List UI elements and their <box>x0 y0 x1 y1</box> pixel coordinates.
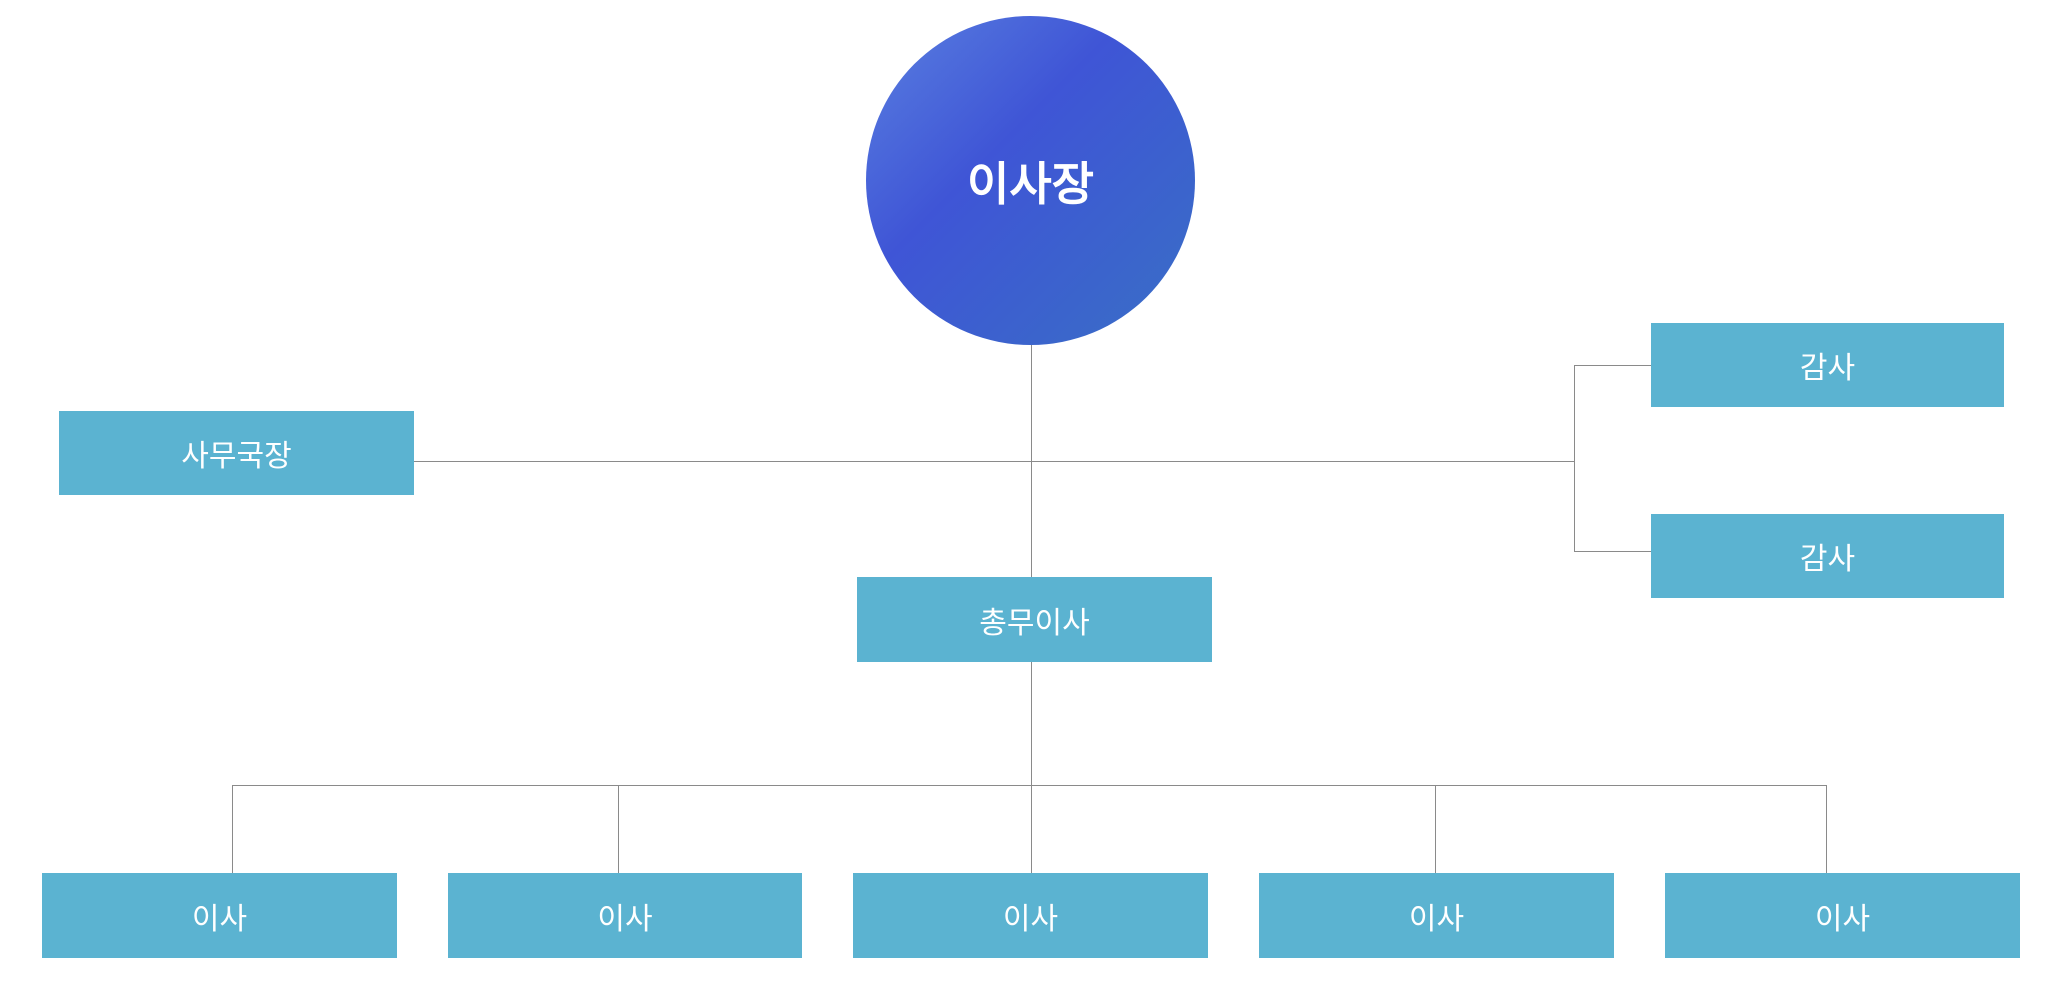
director-label: 이사 <box>1814 901 1871 937</box>
secretary-general-node: 사무국장 <box>59 411 414 495</box>
director-label: 이사 <box>191 901 248 937</box>
auditor-label: 감사 <box>1799 542 1856 577</box>
connector-director-1 <box>232 785 233 873</box>
chairman-node: 이사장 <box>866 16 1195 345</box>
director-node: 이사 <box>1665 873 2020 958</box>
director-label: 이사 <box>1002 901 1059 937</box>
director-node: 이사 <box>448 873 802 958</box>
connector-director-4 <box>1435 785 1436 873</box>
director-label: 이사 <box>597 901 653 937</box>
connector-auditor-1 <box>1574 365 1651 366</box>
secretary-general-label: 사무국장 <box>181 439 292 474</box>
connector-director-5 <box>1826 785 1827 873</box>
connector-auditor-bracket <box>1574 365 1575 552</box>
managing-director-node: 총무이사 <box>857 577 1212 662</box>
director-node: 이사 <box>853 873 1208 958</box>
connector-horizontal-main <box>414 461 1574 462</box>
connector-director-2 <box>618 785 619 873</box>
managing-director-label: 총무이사 <box>979 605 1090 641</box>
auditor-label: 감사 <box>1799 351 1856 386</box>
director-node: 이사 <box>42 873 397 958</box>
connector-auditor-2 <box>1574 551 1651 552</box>
connector-directors-bus <box>232 785 1827 786</box>
auditor-node: 감사 <box>1651 514 2004 598</box>
director-label: 이사 <box>1408 901 1465 937</box>
auditor-node: 감사 <box>1651 323 2004 407</box>
director-node: 이사 <box>1259 873 1614 958</box>
chairman-label: 이사장 <box>967 156 1094 211</box>
